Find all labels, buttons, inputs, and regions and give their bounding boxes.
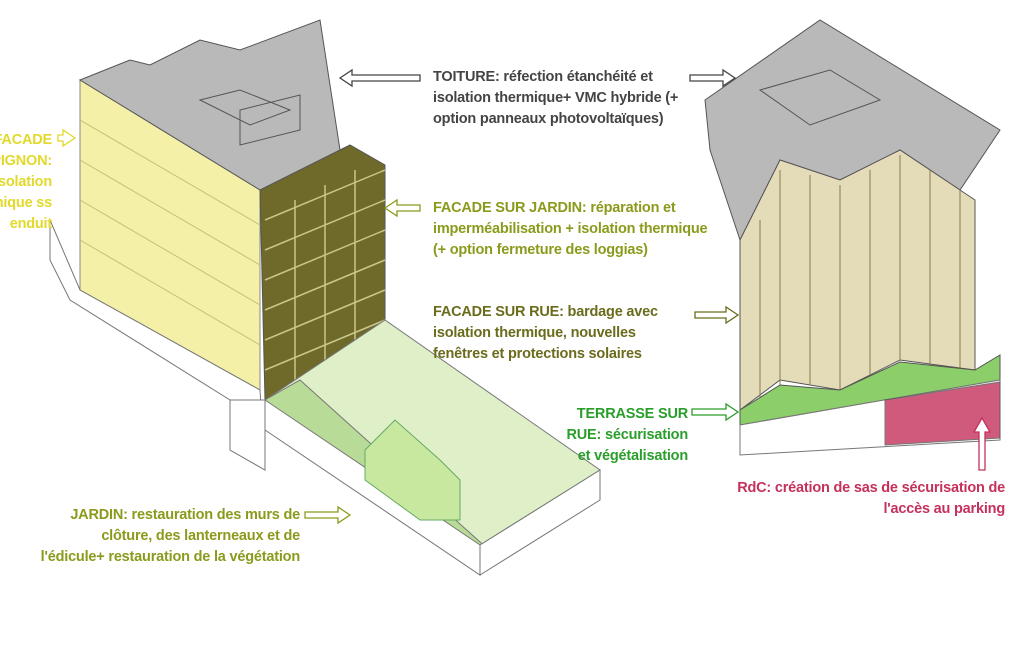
garden-facade-grid [264,169,386,385]
arrow-terrasse [691,402,740,422]
label-rdc: RdC: création de sas de sécurisation de … [737,480,1005,517]
label-facade-rue: FACADE SUR RUE: bardage avec isolation t… [433,304,658,362]
label-toiture: TOITURE: réfection étanchéité et isolati… [433,69,679,127]
label-terrasse: TERRASSE SUR RUE: sécurisation et végéta… [566,406,689,464]
pignon-lines [79,119,261,346]
arrow-rdc [972,416,992,471]
label-facade-jardin: FACADE SUR JARDIN: réparation et impermé… [433,200,708,258]
street-facade [739,149,976,411]
arrow-rue-facade [694,305,740,325]
arrow-toiture-left [338,68,421,88]
edicule [364,419,461,521]
arrows [57,68,992,525]
roof-right-structure [758,69,882,126]
label-jardin: JARDIN: restauration des murs de clôture… [40,507,301,565]
arrow-toiture-right [689,68,737,88]
parking-entrance [884,381,1001,446]
arrow-jardin-facade [383,198,421,218]
roof-left-structure [239,94,301,146]
street-facade-lines [759,155,961,400]
roof-left-structure [198,89,292,126]
arrow-jardin [304,505,352,525]
lower-wall [229,399,266,471]
label-facade-pignon: FACADE PIGNON: isolation thermique ss en… [0,132,52,232]
arrow-pignon [57,128,77,148]
